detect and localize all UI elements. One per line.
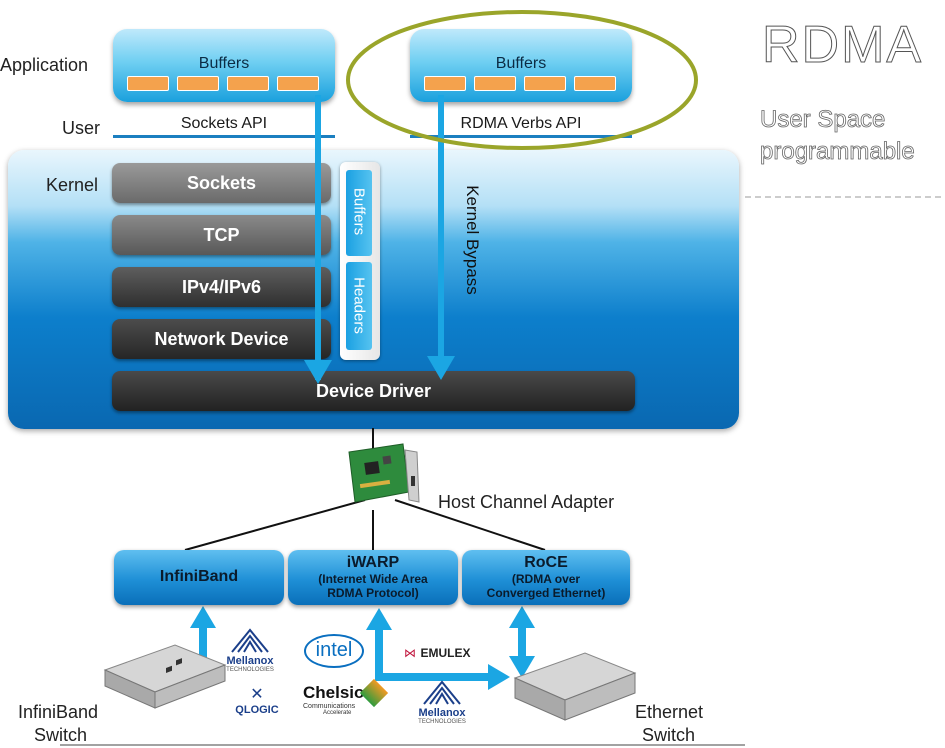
sockets-api-label: Sockets API xyxy=(180,115,268,132)
intel-name: intel xyxy=(315,639,353,661)
buffer-slot xyxy=(574,76,616,91)
left-buffers-box: Buffers xyxy=(113,29,335,102)
programmable-note: programmable xyxy=(760,138,916,166)
right-buffers-title: Buffers xyxy=(495,55,547,72)
infiniband-box: InfiniBand xyxy=(114,550,284,605)
rdma-highlight-ellipse xyxy=(346,10,698,150)
user-label: User xyxy=(62,118,101,138)
buffers-headers-stack: Buffers Headers xyxy=(340,162,380,360)
buffer-slot xyxy=(524,76,566,91)
mellanox-sub: TECHNOLOGIES xyxy=(226,667,274,673)
kernel-bypass-arrowhead xyxy=(427,356,455,380)
qlogic-logo: ✕ QLOGIC xyxy=(226,684,288,716)
qlogic-mark-icon: ✕ xyxy=(250,686,264,703)
intel-logo: intel xyxy=(304,634,364,668)
iwarp-title: iWARP xyxy=(346,554,400,571)
faint-note-line xyxy=(745,196,941,198)
roce-sub-2: Converged Ethernet) xyxy=(486,586,606,600)
rdma-title: RDMA xyxy=(761,16,924,75)
roce-box: RoCE (RDMA over Converged Ethernet) xyxy=(462,550,630,605)
sockets-api-line xyxy=(113,135,335,138)
emulex-mark-icon: ⋈ xyxy=(404,646,416,660)
sockets-layer: Sockets xyxy=(112,163,331,203)
mellanox-logo-right: Mellanox TECHNOLOGIES xyxy=(412,680,472,725)
buffer-slot xyxy=(474,76,516,91)
chelsio-sub-2: Accelerate xyxy=(323,710,352,716)
host-channel-adapter-card xyxy=(345,442,425,512)
roce-title: RoCE xyxy=(524,554,568,571)
emulex-logo: ⋈ EMULEX xyxy=(404,644,484,662)
iwarp-arrow xyxy=(375,628,490,681)
infiniband-up-arrowhead xyxy=(190,606,216,628)
headers-tab xyxy=(346,262,372,350)
device-driver-layer: Device Driver xyxy=(112,371,635,411)
ethernet-switch-label-2: Switch xyxy=(642,725,696,745)
roce-sub-1: (RDMA over xyxy=(511,572,581,586)
mellanox-mark-icon xyxy=(423,680,461,705)
ethernet-switch-label-1: Ethernet xyxy=(635,702,704,722)
infiniband-switch-label-1: InfiniBand xyxy=(18,702,99,722)
mellanox-name: Mellanox xyxy=(418,707,466,719)
link-roce xyxy=(394,499,546,551)
ethernet-switch-device xyxy=(510,648,640,724)
link-infiniband xyxy=(184,499,366,551)
mellanox-sub: TECHNOLOGIES xyxy=(418,719,466,725)
rdma-verbs-api-line xyxy=(410,135,632,138)
user-space-note: User Space xyxy=(760,106,886,134)
infiniband-switch-device xyxy=(100,640,230,710)
right-buffers-box: Buffers xyxy=(410,29,632,102)
iwarp-sub-1: (Internet Wide Area xyxy=(318,572,428,586)
kernel-label: Kernel xyxy=(46,175,99,195)
buffer-slot xyxy=(127,76,169,91)
network-device-layer: Network Device xyxy=(112,319,331,359)
sockets-arrowhead xyxy=(304,360,332,384)
iwarp-sub-2: RDMA Protocol) xyxy=(327,586,419,600)
rdma-verbs-api-label: RDMA Verbs API xyxy=(460,115,582,132)
mellanox-mark-icon xyxy=(231,628,269,653)
host-channel-adapter-label: Host Channel Adapter xyxy=(438,492,615,512)
ip-layer: IPv4/IPv6 xyxy=(112,267,331,307)
application-label: Application xyxy=(0,55,89,75)
infiniband-switch-label-2: Switch xyxy=(34,725,88,745)
buffer-slot xyxy=(424,76,466,91)
mellanox-logo-left: Mellanox TECHNOLOGIES xyxy=(220,628,280,673)
chelsio-sub-1: Communications xyxy=(303,703,356,710)
iwarp-box: iWARP (Internet Wide Area RDMA Protocol) xyxy=(288,550,458,605)
emulex-name: EMULEX xyxy=(420,646,471,660)
roce-arrowhead-down xyxy=(509,656,535,678)
chelsio-logo: Chelsio Communications Accelerate xyxy=(303,683,393,716)
iwarp-arrowhead-up xyxy=(366,608,392,630)
left-buffers-title: Buffers xyxy=(198,55,250,72)
buffers-tab xyxy=(346,170,372,256)
iwarp-arrowhead-right xyxy=(488,664,510,690)
buffer-slot xyxy=(277,76,319,91)
infiniband-title: InfiniBand xyxy=(159,568,239,585)
tcp-layer: TCP xyxy=(112,215,331,255)
buffer-slot xyxy=(177,76,219,91)
mellanox-name: Mellanox xyxy=(226,655,274,667)
qlogic-name: QLOGIC xyxy=(235,704,279,716)
chelsio-name: Chelsio xyxy=(303,683,365,702)
roce-arrowhead-up xyxy=(509,606,535,628)
buffer-slot xyxy=(227,76,269,91)
